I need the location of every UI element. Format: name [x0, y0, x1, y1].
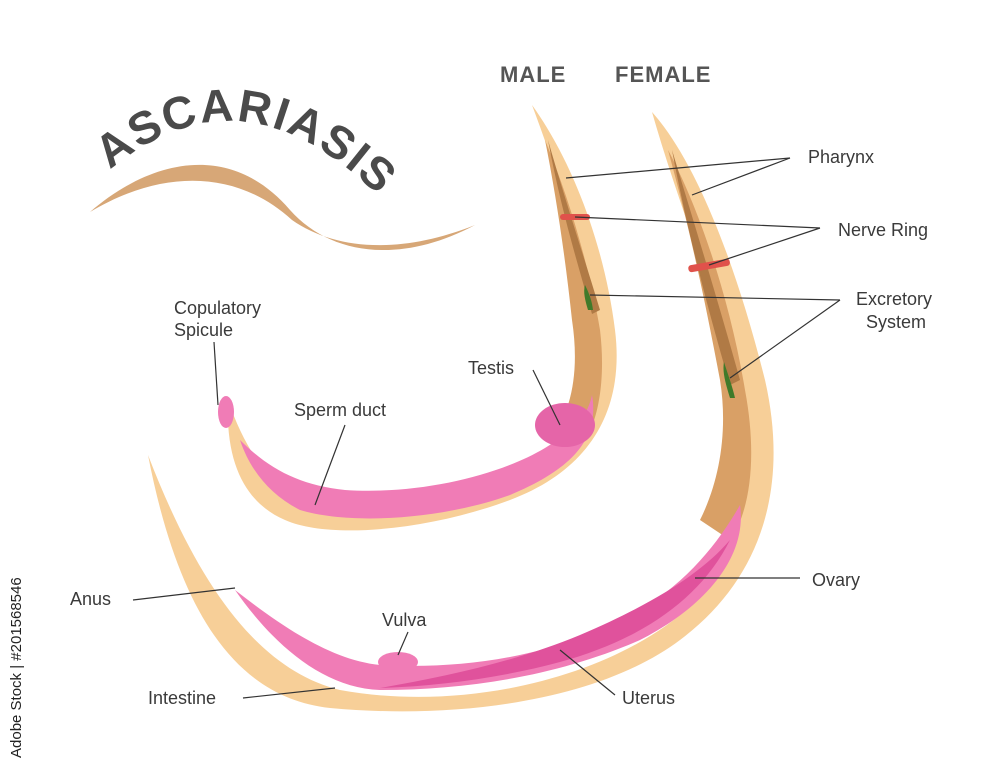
svg-text:Adobe Stock | #201568546: Adobe Stock | #201568546	[8, 577, 25, 758]
female-worm	[148, 112, 774, 712]
label-anus: Anus	[70, 589, 111, 609]
male-testis	[535, 403, 595, 447]
female-header: FEMALE	[615, 62, 711, 87]
female-gut	[668, 150, 752, 540]
male-spicule	[218, 396, 234, 428]
label-testis: Testis	[468, 358, 514, 378]
female-excretory	[723, 362, 735, 398]
male-body	[227, 105, 617, 531]
leader-lines	[132, 157, 841, 699]
male-excretory	[584, 285, 593, 310]
label-copulatory-1: Copulatory	[174, 298, 261, 318]
label-vulva: Vulva	[382, 610, 427, 630]
watermark: Adobe Stock | #201568546	[8, 577, 25, 758]
label-excretory-1: Excretory	[856, 289, 932, 309]
label-copulatory-2: Spicule	[174, 320, 233, 340]
male-gut	[545, 140, 603, 440]
female-reproductive	[235, 505, 741, 690]
male-pharynx	[548, 140, 600, 314]
label-ovary: Ovary	[812, 570, 860, 590]
label-uterus: Uterus	[622, 688, 675, 708]
label-sperm-duct: Sperm duct	[294, 400, 386, 420]
female-body	[148, 112, 774, 712]
label-nerve-ring: Nerve Ring	[838, 220, 928, 240]
label-intestine: Intestine	[148, 688, 216, 708]
female-nerve-ring	[688, 258, 730, 273]
male-header: MALE	[500, 62, 566, 87]
female-vulva	[378, 652, 418, 672]
label-pharynx: Pharynx	[808, 147, 874, 167]
female-uterus	[380, 540, 730, 688]
male-worm	[218, 105, 617, 531]
title-worm	[90, 164, 475, 251]
male-reproductive	[240, 395, 594, 519]
label-excretory-2: System	[866, 312, 926, 332]
